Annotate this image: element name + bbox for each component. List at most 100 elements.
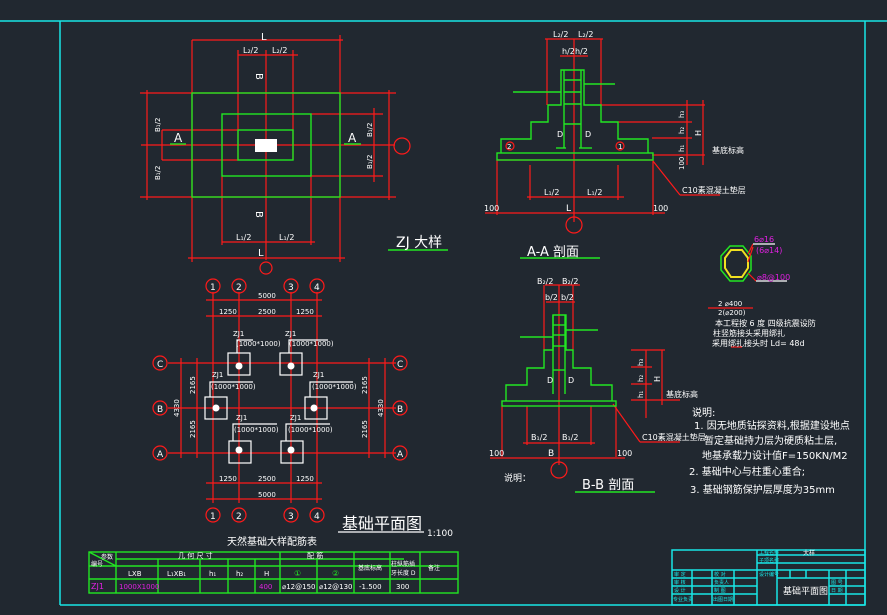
axis-B-right: B	[397, 405, 403, 415]
schedule-corner-top: 参数	[101, 553, 113, 561]
schedule-group-geometry: 几 何 尺 寸	[178, 551, 213, 560]
aa-dim-h1: h₁	[678, 145, 686, 152]
axis-A-left: A	[157, 450, 164, 460]
general-notes: 说明: 1. 因无地质钻探资料,根据建设地点 暂定基础持力层为硬质粘土层, 地基…	[689, 406, 850, 496]
bb-dim-h2: h₂	[637, 375, 645, 382]
svg-text:ZJ1: ZJ1	[236, 414, 247, 422]
aa-offset-left: 100	[484, 204, 499, 213]
tb-role-1: 审 定	[674, 571, 686, 578]
aa-dim-L2-half-right: L₂/2	[578, 30, 593, 39]
tb-drawing-title: 基础平面图	[783, 585, 828, 597]
svg-text:ZJ1: ZJ1	[313, 371, 324, 379]
plan-dim-1250-right-top: 1250	[296, 308, 314, 316]
foundation-plan: 1 2 3 4 1 2 3 4 C B A C B A 5000 1250 25…	[152, 278, 453, 539]
aa-base-elev-label: 基底标高	[712, 145, 744, 155]
schedule-col-r1: ①	[294, 569, 301, 578]
dim-B1-half-right-bottom: B₁/2	[366, 155, 374, 169]
plan-title: 基础平面图	[342, 514, 422, 533]
column-main-rebar: 6⌀16	[754, 235, 774, 244]
column-frac-bottom: 2(⌀200)	[718, 309, 746, 317]
plan-dim-total-top: 5000	[258, 292, 276, 300]
section-mark-a-right: A	[348, 131, 357, 145]
aa-dim-L1-half-right: L₁/2	[587, 188, 602, 197]
schedule-corner-bottom: 编号	[91, 560, 103, 568]
schedule-group-rebar: 配 筋	[307, 551, 323, 560]
section-aa-title: A-A 剖面	[527, 245, 579, 260]
dim-L-top: L	[261, 32, 267, 43]
bb-base-elev-label: 基底标高	[666, 389, 698, 399]
axis-2-bottom: 2	[236, 512, 242, 522]
plan-dim-y-upper-right: 2165	[361, 376, 369, 394]
schedule-row[interactable]: ZJ1 1000X1000 400 ⌀12@150 ⌀12@130 -1.500…	[91, 582, 409, 591]
notes-heading: 说明:	[692, 406, 715, 419]
plan-dim-1250-left-bottom: 1250	[219, 475, 237, 483]
aa-rebar-1: 1	[618, 143, 622, 151]
notes-item-2: 2. 基础中心与柱重心重合;	[689, 465, 805, 478]
bb-dim-b-half-right: b/2	[561, 293, 574, 302]
schedule-col-elev: 基底标高	[358, 564, 382, 572]
footing-zj1[interactable]: ZJ1 (1000*1000)	[204, 371, 256, 420]
axis-3-top: 3	[288, 283, 294, 293]
dim-L-bottom: L	[258, 248, 264, 259]
bb-dim-H: H	[653, 376, 662, 382]
axis-B-left: B	[157, 405, 163, 415]
schedule-col-h2: h₂	[236, 570, 243, 578]
title-block: 工程名称 大样 子项名称 设计编号 基础平面图 审 定 审 核 设 计 专业负责…	[671, 549, 866, 606]
axis-A-right: A	[397, 450, 404, 460]
footing-zj1[interactable]: ZJ1 (1000*1000)	[304, 371, 357, 420]
plan-dim-1250-right-bottom: 1250	[296, 475, 314, 483]
dim-L2-half-left: L₂/2	[243, 46, 258, 55]
schedule-col-H: H	[264, 570, 269, 578]
svg-text:(1000*1000): (1000*1000)	[211, 383, 256, 391]
footing-zj1[interactable]: ZJ1 (1000*1000)	[228, 414, 279, 464]
notes-item-1b: 暂定基础持力层为硬质粘土层,	[704, 434, 837, 447]
aa-dim-h3: h₃	[678, 111, 686, 118]
plan-dim-y-total-left: 4330	[173, 399, 181, 417]
bb-dim-D-left: D	[547, 376, 553, 385]
schedule-col-anchor-top: 柱纵筋插	[391, 560, 415, 568]
tb-role2-4: 出图日期	[713, 596, 733, 603]
schedule-title: 天然基础大样配筋表	[227, 535, 317, 548]
tb-role-2: 审 核	[674, 579, 686, 586]
row-r2: ⌀12@130	[319, 583, 352, 591]
column-block	[255, 139, 277, 152]
axis-C-right: C	[397, 360, 403, 370]
svg-text:(1000*1000): (1000*1000)	[234, 426, 279, 434]
plan-scale: 1:100	[427, 529, 453, 539]
plan-dim-2500-bottom: 2500	[258, 475, 276, 483]
svg-text:(1000*1000): (1000*1000)	[236, 340, 281, 348]
row-H: 400	[259, 583, 272, 591]
row-id: ZJ1	[91, 582, 104, 591]
section-mark-a-left: A	[174, 131, 183, 145]
tb-project-label: 工程名称	[759, 549, 779, 556]
axis-3-bottom: 3	[288, 512, 294, 522]
notes-item-3: 3. 基础钢筋保护层厚度为35mm	[690, 483, 835, 496]
tb-design-no-label: 设计编号	[759, 571, 779, 578]
footing-zj1[interactable]: ZJ1 (1000*1000)	[279, 330, 334, 376]
column-stirrup: ⌀8@100	[757, 273, 790, 282]
label-B-bottom: B	[253, 211, 264, 218]
dim-L1-half-left: L₁/2	[236, 233, 251, 242]
section-aa: L₂/2 L₂/2 h/2 h/2 D D 2 1 L₁/2 L₁/2 L 10…	[484, 30, 746, 260]
schedule-col-r2: ②	[332, 569, 339, 578]
footing-zj1[interactable]: ZJ1 (1000*1000)	[227, 330, 281, 376]
zj-detail-title: ZJ 大样	[396, 235, 442, 251]
axis-4-top: 4	[314, 283, 320, 293]
aa-cushion-label: C10素混凝土垫层	[682, 185, 746, 195]
bb-dim-D-right: D	[568, 376, 574, 385]
schedule-col-lxb: LXB	[128, 570, 142, 578]
schedule-col-anchor-bottom: 牙长度 D	[391, 569, 416, 577]
bb-note-label: 说明：	[504, 472, 531, 484]
aa-dim-h2: h₂	[678, 127, 686, 134]
footing-zj1[interactable]: ZJ1 (1000*1000)	[280, 414, 333, 464]
plan-dim-y-lower-left: 2165	[189, 420, 197, 438]
aa-dim-L: L	[566, 204, 571, 214]
bb-dim-B2-half-right: B₂/2	[562, 277, 578, 286]
zj-detail-plan: L L₂/2 L₂/2 B B A A B₁/2 B₁/2 B₁/2 B₁/2 …	[140, 32, 448, 275]
column-section-detail: 6⌀16 (6⌀14) ⌀8@100 2 ⌀400 2(⌀200) 本工程按 6…	[708, 235, 816, 348]
plan-dim-y-upper-left: 2165	[189, 376, 197, 394]
bb-dim-B1-half-left: B₁/2	[531, 433, 547, 442]
dim-B1-half-left-bottom: B₁/2	[154, 166, 162, 180]
rebar-schedule-table: 天然基础大样配筋表 参数 编号 几 何 尺 寸 配 筋 LXB L₁XB₁ h₁…	[88, 535, 459, 594]
